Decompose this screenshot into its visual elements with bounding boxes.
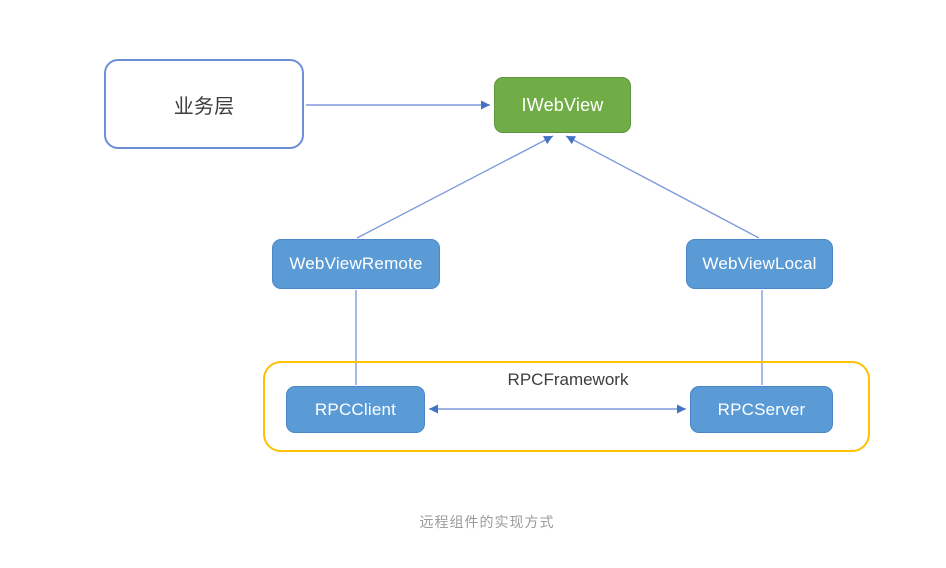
- node-rpc-server: RPCServer: [690, 386, 833, 433]
- node-rpc-client: RPCClient: [286, 386, 425, 433]
- connector-webviewlocal-to-iwebview: [565, 135, 760, 239]
- node-iwebview: IWebView: [494, 77, 631, 133]
- node-webview-local-label: WebViewLocal: [702, 254, 817, 273]
- node-iwebview-label: IWebView: [521, 94, 604, 115]
- connector-webviewremote-to-iwebview: [356, 135, 554, 239]
- diagram-caption: 远程组件的实现方式: [419, 514, 555, 530]
- node-webview-remote: WebViewRemote: [272, 239, 440, 289]
- node-webview-remote-label: WebViewRemote: [289, 254, 423, 273]
- node-business-layer: 业务层: [104, 59, 304, 149]
- node-webview-local: WebViewLocal: [686, 239, 833, 289]
- rpc-framework-container: [263, 361, 870, 452]
- node-rpc-client-label: RPCClient: [314, 399, 397, 419]
- node-business-layer-label: 业务层: [173, 95, 235, 118]
- rpc-framework-label: RPCFramework: [507, 370, 629, 389]
- node-rpc-server-label: RPCServer: [717, 399, 806, 419]
